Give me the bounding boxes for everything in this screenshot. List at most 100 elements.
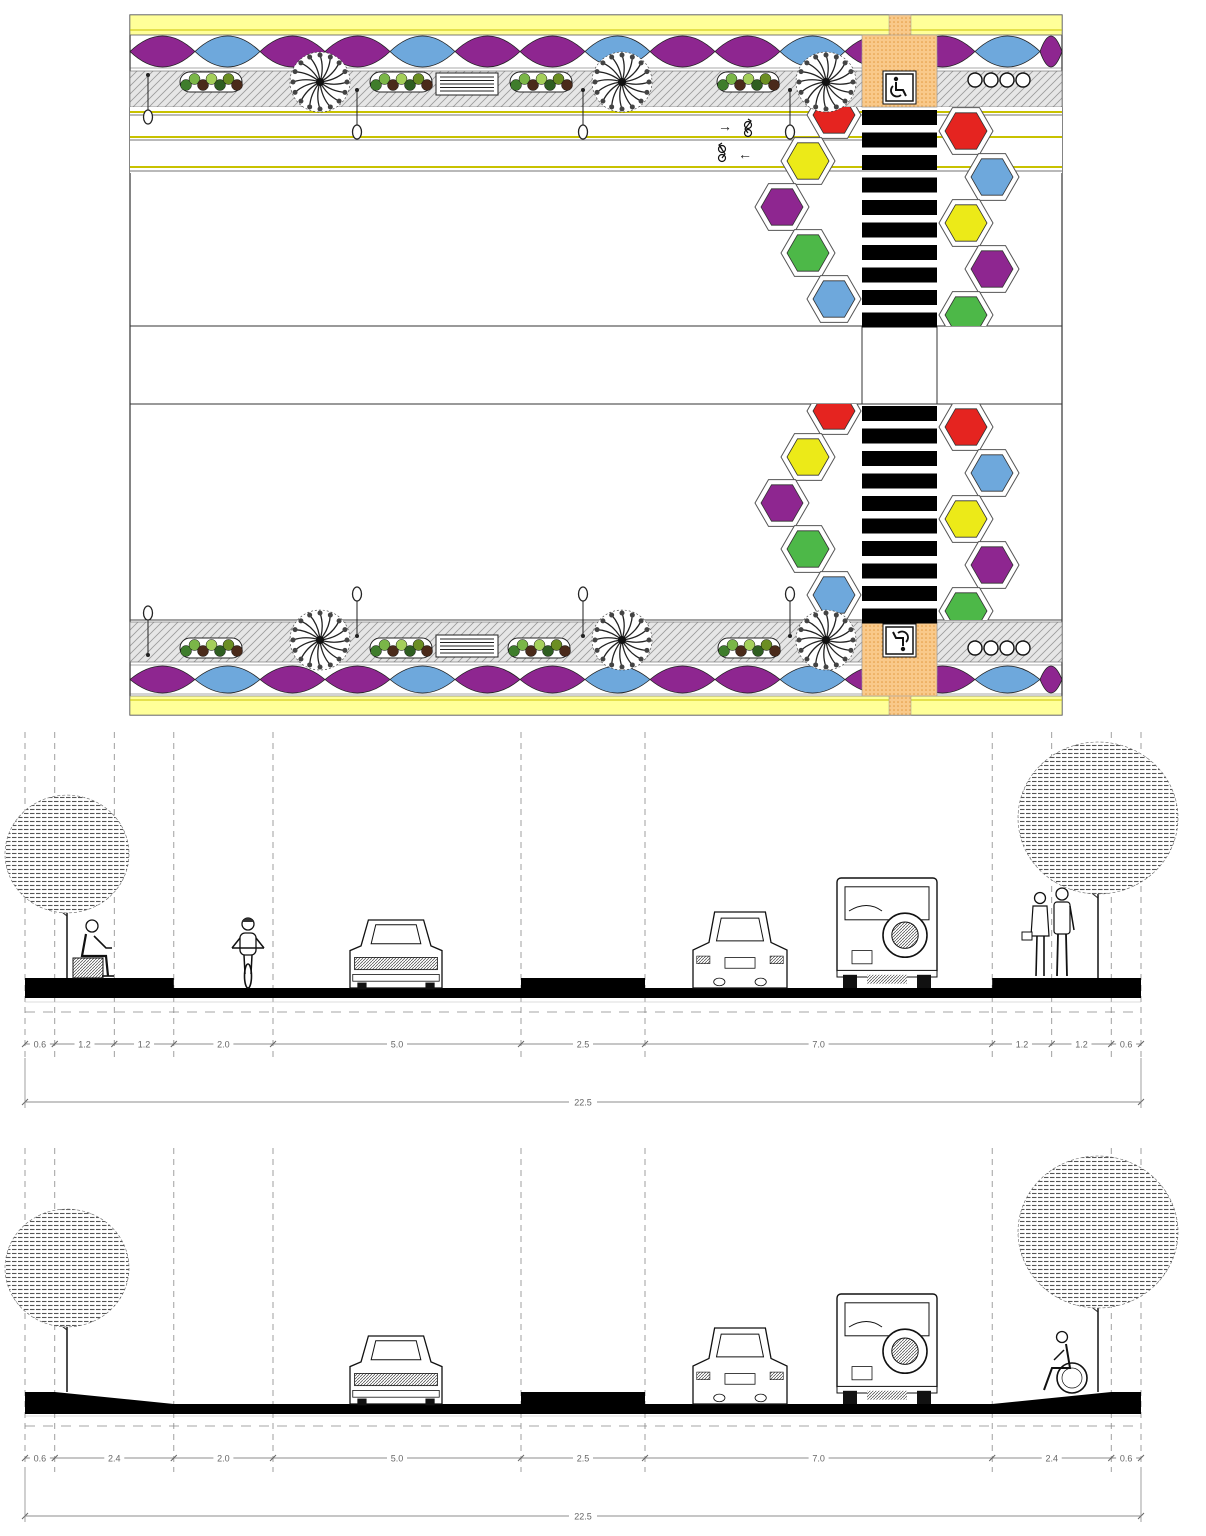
bottom-edge-band: [129, 695, 1063, 716]
hexagon-tile: [964, 541, 1020, 589]
crosswalk-stripe: [862, 132, 937, 148]
bicycle-icon: [717, 142, 727, 163]
suv-rear-icon: [836, 877, 938, 988]
wheelchair-user-icon: [1043, 1330, 1088, 1394]
segment-dimension-label: 7.0: [812, 1040, 825, 1050]
wave-shape: [1039, 665, 1063, 694]
crosswalk-stripe: [862, 200, 937, 215]
segment-dimension-label: 7.0: [812, 1454, 825, 1464]
tree-canopy-icon: [591, 609, 653, 671]
street-plan-view: → ←: [129, 14, 1063, 716]
bench-icon: [435, 634, 499, 658]
planter-icon: [179, 637, 243, 659]
bike-arrow-left: ←: [738, 146, 752, 162]
hexagon-tile: [806, 571, 862, 619]
planter-icon: [507, 637, 571, 659]
pedestrians-icon: [1021, 887, 1075, 977]
crosswalk-stripe: [862, 245, 937, 260]
segment-dimension-label: 0.6: [1120, 1040, 1133, 1050]
bottom-wave-band: [129, 664, 1063, 695]
crosswalk-stripe: [862, 155, 937, 170]
car-rear-icon: [692, 911, 788, 989]
hexagon-tile: [780, 137, 836, 185]
street-lamp-icon: [784, 586, 796, 638]
street-lamp-icon: [142, 73, 154, 125]
segment-dimension-label: 1.2: [78, 1040, 91, 1050]
car-front-icon: [349, 1335, 443, 1406]
crosswalk-stripe: [862, 406, 937, 421]
wheelchair-symbol-icon: [882, 623, 917, 658]
segment-dimension-label: 2.0: [217, 1454, 230, 1464]
hexagon-tile: [938, 587, 994, 620]
tree-canopy-icon: [795, 609, 857, 671]
car-rear-icon: [692, 1327, 788, 1405]
street-lamp-icon: [784, 88, 796, 140]
hexagon-tile: [780, 433, 836, 481]
crosswalk-stripe: [862, 473, 937, 489]
car-front-icon: [349, 919, 443, 990]
wheelchair-symbol-icon: [882, 70, 917, 105]
tree-canopy-icon: [289, 609, 351, 671]
bollard-row-top: [967, 72, 1031, 88]
hexagon-tile: [754, 479, 810, 527]
bench-icon: [435, 72, 499, 96]
hexagon-tile: [754, 183, 810, 231]
crosswalk-stripe: [862, 312, 937, 328]
segment-dimension-label: 0.6: [1120, 1454, 1133, 1464]
hexagon-tile: [964, 245, 1020, 293]
crosswalk-stripe: [862, 518, 937, 534]
tree-elevation-icon: [1017, 1155, 1179, 1392]
hexagon-tile: [938, 199, 994, 247]
street-lamp-icon: [577, 586, 589, 638]
hexagon-tile: [938, 291, 994, 326]
segment-dimension-label: 0.6: [34, 1040, 47, 1050]
planter-icon: [717, 637, 781, 659]
hexagon-tile: [938, 404, 994, 451]
segment-dimension-label: 1.2: [1016, 1040, 1029, 1050]
street-lamp-icon: [577, 88, 589, 140]
segment-dimension-label: 2.5: [577, 1040, 590, 1050]
crosswalk-stripe: [862, 428, 937, 444]
hexagon-tile: [806, 404, 862, 435]
segment-dimension-label: 5.0: [391, 1454, 404, 1464]
segment-dimension-label: 1.2: [138, 1040, 151, 1050]
suv-rear-icon: [836, 1293, 938, 1404]
segment-dimension-label: 5.0: [391, 1040, 404, 1050]
hexagon-tile: [806, 275, 862, 323]
tree-elevation-icon: [4, 794, 130, 978]
crosswalk-stripe: [862, 222, 937, 238]
bike-arrow-right: →: [718, 118, 732, 134]
median-crossing: [861, 325, 938, 405]
segment-dimension-label: 2.5: [577, 1454, 590, 1464]
wave-shape: [1039, 35, 1063, 68]
hexagon-tile: [806, 107, 862, 139]
segment-dimension-label: 1.2: [1075, 1040, 1088, 1050]
hexagon-tile: [780, 525, 836, 573]
segment-dimension-label: 2.4: [1045, 1454, 1058, 1464]
ground-surface: [25, 1392, 1141, 1414]
planter-icon: [369, 637, 433, 659]
tree-elevation-icon: [4, 1208, 130, 1392]
segment-dimension-label: 2.0: [217, 1040, 230, 1050]
crosswalk-stripe: [862, 267, 937, 283]
bollard-row-bottom: [967, 640, 1031, 656]
segment-dimension-label: 0.6: [34, 1454, 47, 1464]
street-lamp-icon: [351, 586, 363, 638]
planter-icon: [716, 71, 780, 93]
crosswalk-stripe: [862, 608, 937, 624]
total-width-label: 22.5: [574, 1512, 592, 1522]
bicycle-icon: [743, 118, 753, 138]
hexagon-tile: [964, 153, 1020, 201]
seated-person-on-bench-icon: [72, 919, 114, 979]
crosswalk-stripe: [862, 496, 937, 511]
planter-icon: [509, 71, 573, 93]
tree-canopy-icon: [795, 51, 857, 113]
cyclist-icon: [231, 917, 265, 989]
crosswalk-stripe: [862, 290, 937, 305]
planter-icon: [179, 71, 243, 93]
ground-surface: [25, 978, 1141, 998]
planter-icon: [369, 71, 433, 93]
crosswalk-stripe: [862, 541, 937, 556]
